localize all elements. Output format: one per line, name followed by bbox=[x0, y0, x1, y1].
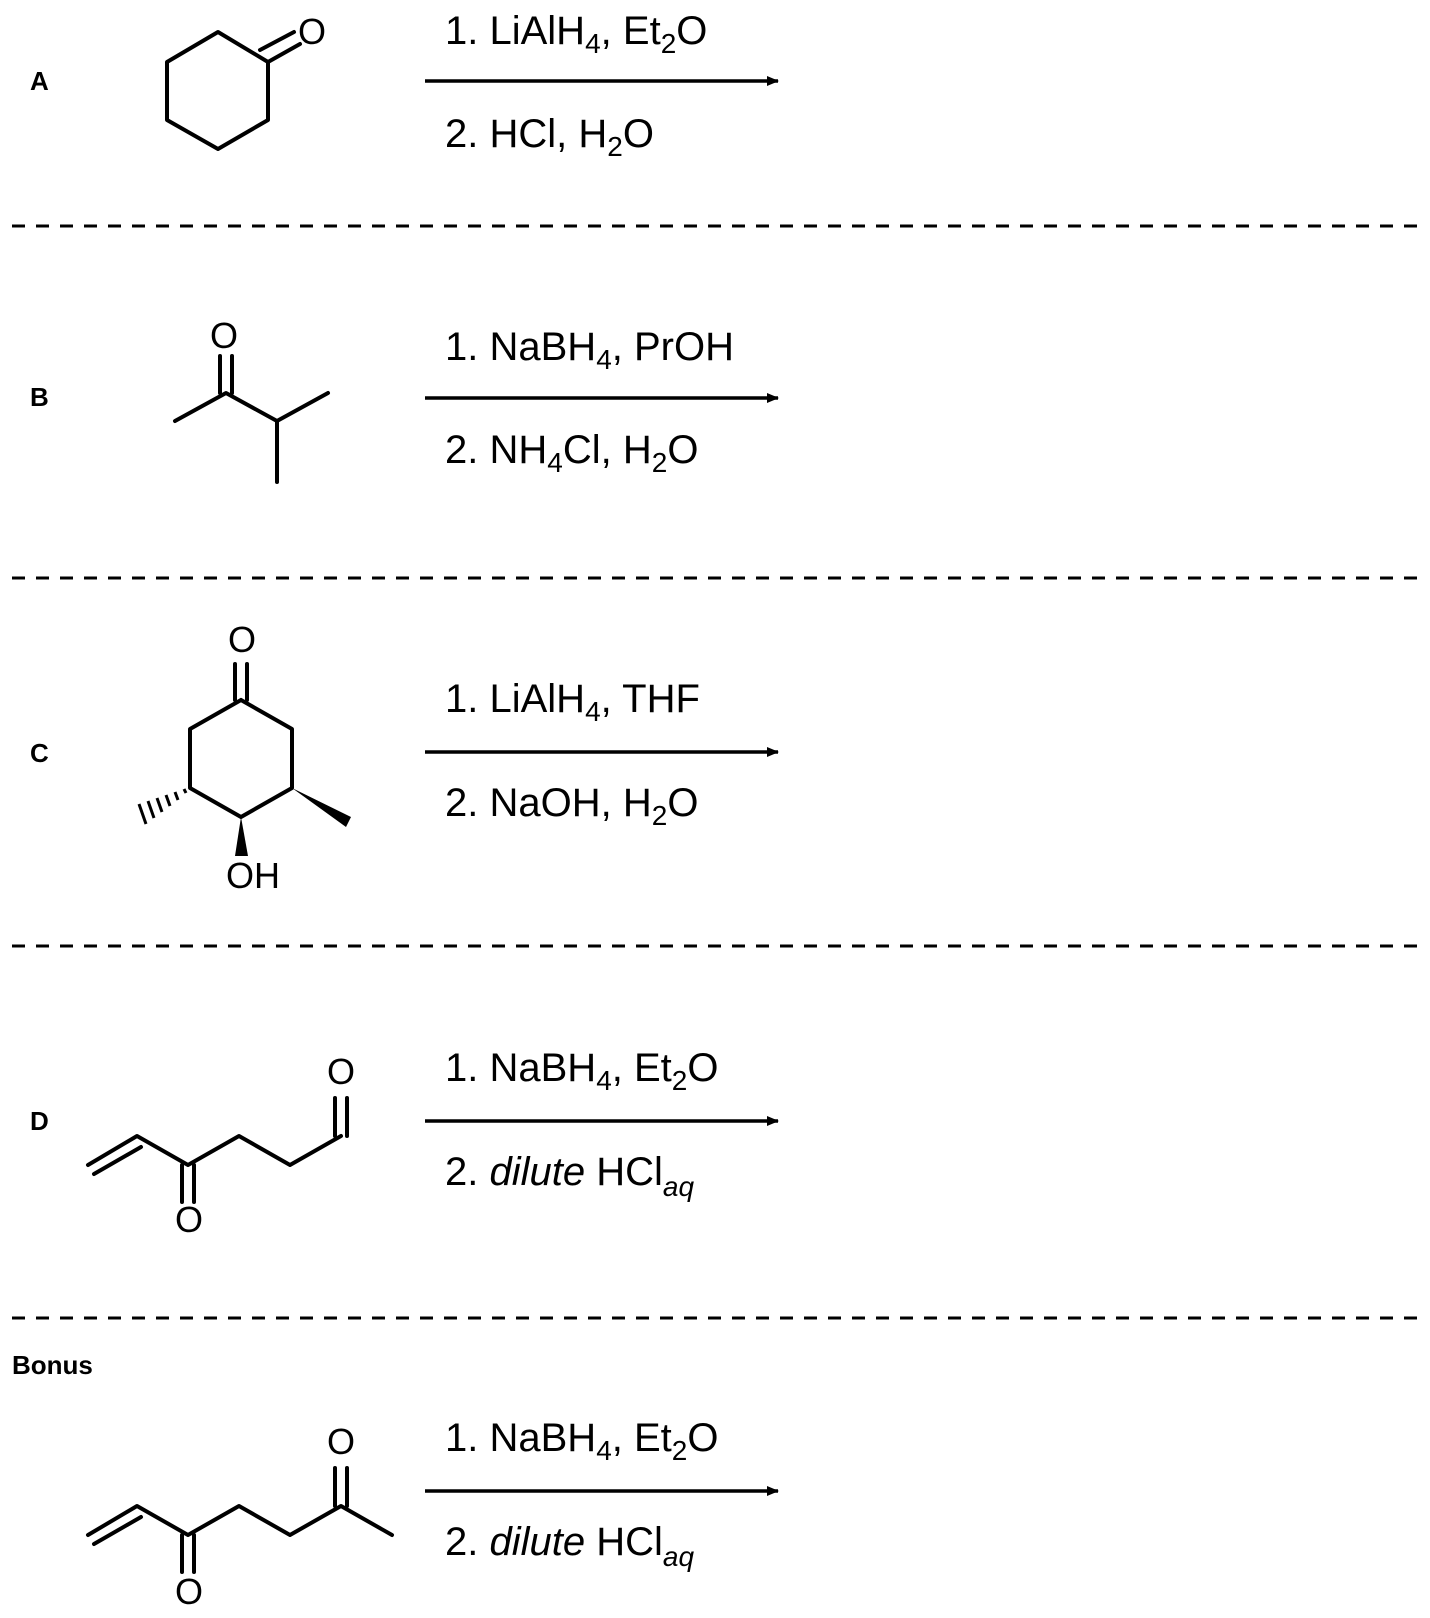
reagent-d-step2: 2. dilute HClaq bbox=[445, 1150, 694, 1202]
methylbutanone-structure: O bbox=[173, 315, 330, 484]
reagent-bonus-step1: 1. NaBH4, Et2O bbox=[445, 1416, 719, 1466]
reagent-d-step1: 1. NaBH4, Et2O bbox=[445, 1046, 719, 1096]
oxygen-atom-bonus-left: O bbox=[175, 1571, 203, 1612]
heptenedione-structure: O O bbox=[86, 1421, 394, 1612]
reagent-c-step2: 2. NaOH, H2O bbox=[445, 781, 698, 831]
reaction-d: D O O 1. NaBH4, Et2O 2. dilute HClaq bbox=[30, 1046, 779, 1240]
reagent-a-step1: 1. LiAlH4, Et2O bbox=[445, 9, 707, 59]
oxygen-atom-c: O bbox=[228, 619, 256, 660]
oxygen-atom-d-aldehyde: O bbox=[327, 1051, 355, 1092]
cyclohexanone-structure: O bbox=[165, 11, 326, 151]
hydroxy-dimethylcyclohexanone-structure: O OH bbox=[137, 619, 351, 896]
oxygen-atom-b: O bbox=[210, 315, 238, 356]
reagent-a-step2: 2. HCl, H2O bbox=[445, 112, 654, 162]
oxohexenal-structure: O O bbox=[86, 1051, 355, 1240]
reaction-c: C O OH 1. LiAlH4, THF 2. NaOH, H2O bbox=[30, 619, 779, 896]
section-label-b: B bbox=[30, 382, 49, 412]
reagent-c-step1: 1. LiAlH4, THF bbox=[445, 677, 700, 727]
reaction-b: B O 1. NaBH4, PrOH 2. NH4Cl, H2O bbox=[30, 315, 779, 484]
section-label-c: C bbox=[30, 738, 49, 768]
reagent-b-step1: 1. NaBH4, PrOH bbox=[445, 325, 734, 375]
hashed-bond bbox=[137, 788, 188, 825]
oxygen-atom-a: O bbox=[298, 11, 326, 52]
oxygen-atom-d-ketone: O bbox=[175, 1199, 203, 1240]
section-label-d: D bbox=[30, 1106, 49, 1136]
hydroxyl-group-c: OH bbox=[226, 855, 280, 896]
oxygen-atom-bonus-right: O bbox=[327, 1421, 355, 1462]
reaction-a: A O 1. LiAlH4, Et2O 2. HCl, H2O bbox=[30, 9, 779, 162]
reaction-bonus: Bonus O O 1. NaBH4, Et2O 2. dilute HClaq bbox=[12, 1350, 779, 1612]
section-label-a: A bbox=[30, 66, 49, 96]
section-label-bonus: Bonus bbox=[12, 1350, 93, 1380]
reagent-bonus-step2: 2. dilute HClaq bbox=[445, 1520, 694, 1572]
reagent-b-step2: 2. NH4Cl, H2O bbox=[445, 428, 698, 478]
